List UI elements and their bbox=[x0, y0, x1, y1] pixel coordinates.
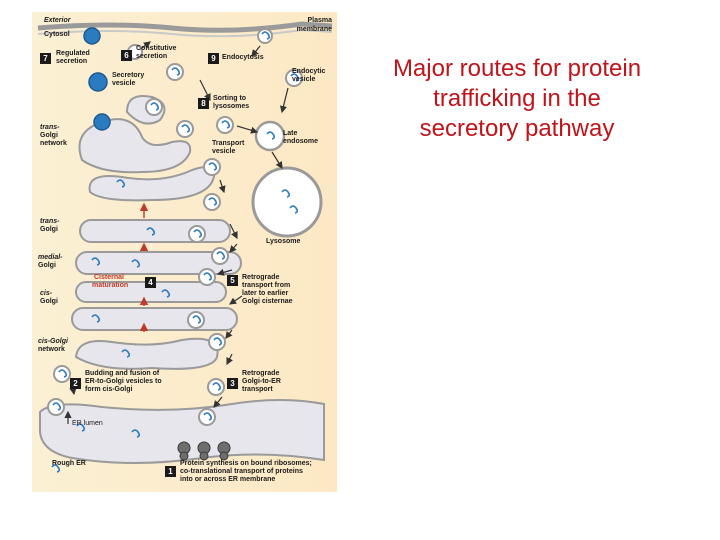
label-medial-golgi-2: Golgi bbox=[38, 262, 56, 269]
label-budding-1: Budding and fusion of bbox=[85, 370, 160, 377]
traffic-arrows bbox=[64, 41, 289, 424]
label-endocytic-1: Endocytic bbox=[292, 68, 326, 75]
label-protein-synthesis-3: into or across ER membrane bbox=[180, 476, 276, 483]
label-medial-golgi-1: medial- bbox=[38, 254, 63, 261]
label-retro-golgi-3: later to earlier bbox=[242, 290, 289, 297]
label-sorting-1: Sorting to bbox=[213, 95, 247, 102]
step-badge-5: 5 bbox=[227, 275, 238, 286]
label-rough-er: Rough ER bbox=[52, 460, 86, 467]
label-retro-golgi-4: Golgi cisternae bbox=[242, 298, 293, 305]
label-retro-er-3: transport bbox=[242, 386, 273, 393]
label-exterior: Exterior bbox=[44, 17, 71, 24]
label-secretory-2: vesicle bbox=[112, 80, 136, 87]
label-cgn-2: network bbox=[38, 346, 65, 353]
label-endocytic-2: vesicle bbox=[292, 76, 316, 83]
label-sorting-2: lysosomes bbox=[213, 103, 250, 110]
label-budding-3: form cis-Golgi bbox=[85, 386, 133, 393]
label-cytosol: Cytosol bbox=[44, 31, 70, 38]
cis-golgi-network-shape bbox=[74, 337, 219, 370]
label-late-endosome-1: Late bbox=[283, 130, 298, 137]
label-er-lumen: ER lumen bbox=[72, 420, 103, 427]
label-protein-synthesis-1: Protein synthesis on bound ribosomes; bbox=[180, 460, 312, 467]
label-tgn-2: Golgi bbox=[40, 132, 58, 139]
label-trans-golgi-1: trans- bbox=[40, 218, 60, 225]
step-badge-7: 7 bbox=[40, 53, 51, 64]
step-badge-4: 4 bbox=[145, 277, 156, 288]
plasma-membrane bbox=[37, 21, 333, 33]
label-endocytosis: Endocytosis bbox=[222, 54, 264, 61]
secretory-vesicles bbox=[83, 27, 111, 131]
label-retro-er-2: Golgi-to-ER bbox=[242, 378, 281, 385]
label-trans-golgi-2: Golgi bbox=[40, 226, 58, 233]
slide-title-line-3: secretory pathway bbox=[419, 115, 615, 142]
label-plasma-2: membrane bbox=[296, 26, 332, 33]
diagram-artwork bbox=[37, 21, 333, 473]
label-cgn-1: cis-Golgi bbox=[38, 338, 68, 345]
slide-title-line-1: Major routes for protein bbox=[392, 55, 642, 82]
label-budding-2: ER-to-Golgi vesicles to bbox=[85, 378, 162, 385]
step-badge-1: 1 bbox=[165, 466, 176, 477]
transport-vesicles bbox=[47, 28, 303, 426]
label-retro-golgi-1: Retrograde bbox=[242, 274, 280, 281]
label-tgn-1: trans- bbox=[40, 124, 60, 131]
label-late-endosome-2: endosome bbox=[283, 138, 319, 145]
label-retro-golgi-2: transport from bbox=[242, 282, 291, 289]
ribosomes bbox=[177, 441, 231, 461]
label-transport-2: vesicle bbox=[212, 148, 236, 155]
label-cis-golgi-1: cis- bbox=[40, 290, 53, 297]
protein-trafficking-diagram: Exterior Cytosol Plasma membrane 7 Regul… bbox=[32, 12, 337, 492]
label-cis-golgi-2: Golgi bbox=[40, 298, 58, 305]
step-badge-6: 6 bbox=[121, 50, 132, 61]
rough-er bbox=[39, 399, 325, 464]
late-endosome-shape bbox=[254, 120, 286, 152]
label-constitutive-1: Constitutive bbox=[136, 45, 177, 52]
label-constitutive-2: secretion bbox=[136, 53, 168, 60]
cis-golgi-cisterna bbox=[71, 307, 238, 331]
step-badge-3: 3 bbox=[227, 378, 238, 389]
step-badge-2: 2 bbox=[70, 378, 81, 389]
label-tgn-3: network bbox=[40, 140, 67, 147]
label-retro-er-1: Retrograde bbox=[242, 370, 280, 377]
step-badge-9: 9 bbox=[208, 53, 219, 64]
golgi-stack bbox=[71, 219, 242, 370]
medial-golgi-cisterna bbox=[75, 251, 242, 275]
slide-title-line-2: trafficking in the bbox=[433, 85, 601, 112]
label-cisternal-1: Cisternal bbox=[94, 274, 124, 281]
label-secretory-1: Secretory bbox=[112, 72, 145, 79]
label-protein-synthesis-2: co-translational transport of proteins bbox=[180, 468, 303, 475]
lysosome-shape bbox=[251, 166, 323, 238]
trans-golgi-cisterna bbox=[79, 219, 231, 243]
label-transport-1: Transport bbox=[212, 140, 245, 147]
label-plasma-1: Plasma bbox=[307, 17, 332, 24]
label-cisternal-2: maturation bbox=[92, 282, 129, 289]
cargo-proteins bbox=[51, 31, 300, 473]
label-lysosome: Lysosome bbox=[266, 238, 301, 245]
step-badge-8: 8 bbox=[198, 98, 209, 109]
label-regulated-1: Regulated bbox=[56, 50, 90, 57]
slide-title: Major routes for protein trafficking in … bbox=[352, 54, 682, 144]
label-regulated-2: secretion bbox=[56, 58, 88, 65]
